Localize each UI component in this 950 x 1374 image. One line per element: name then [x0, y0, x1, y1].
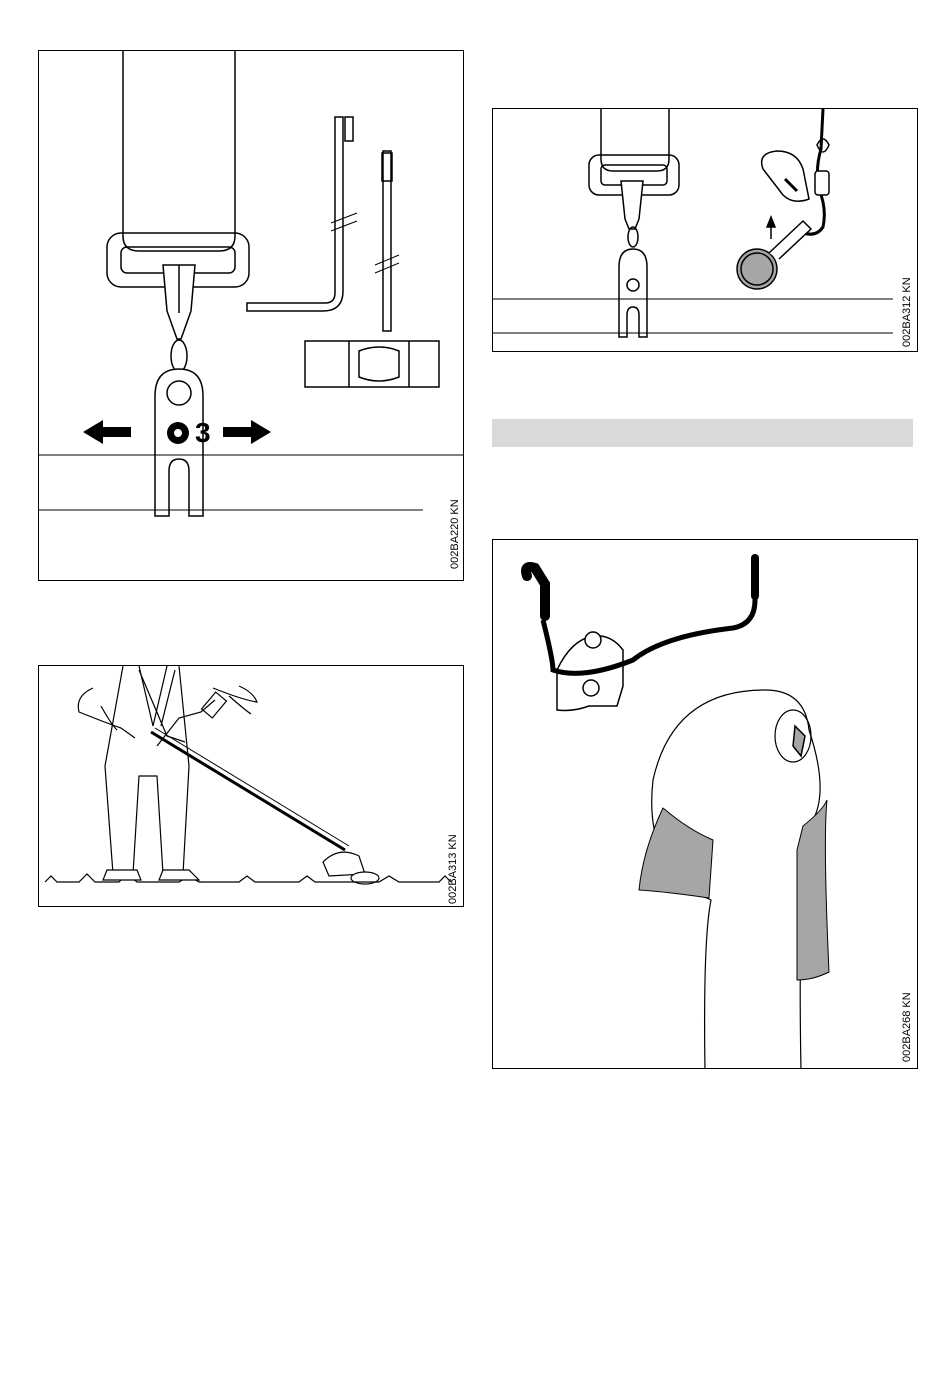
figure-hook-attach: 002BA312 KN [492, 108, 918, 352]
arrow-left-icon [83, 420, 131, 444]
figure-bike-handle: 002BA268 KN [492, 539, 918, 1069]
figure-operator-stance: 002BA313 KN [38, 665, 464, 907]
figure-code-002BA220: 002BA220 KN [449, 499, 461, 569]
figure-code-002BA268: 002BA268 KN [901, 992, 913, 1062]
figure-code-002BA312: 002BA312 KN [901, 277, 913, 347]
strap-adjust-illustration [39, 51, 464, 581]
figure-code-002BA313: 002BA313 KN [447, 834, 459, 904]
arrow-right-icon [223, 420, 271, 444]
hook-attach-illustration [493, 109, 918, 352]
torx-screw-icon [167, 422, 189, 444]
bike-handle-illustration [493, 540, 918, 1069]
section-heading-bar [492, 419, 913, 447]
operator-stance-illustration [39, 666, 464, 907]
figure-strap-adjust: 3 002BA220 KN [38, 50, 464, 581]
figure-number-label: 3 [195, 417, 211, 449]
